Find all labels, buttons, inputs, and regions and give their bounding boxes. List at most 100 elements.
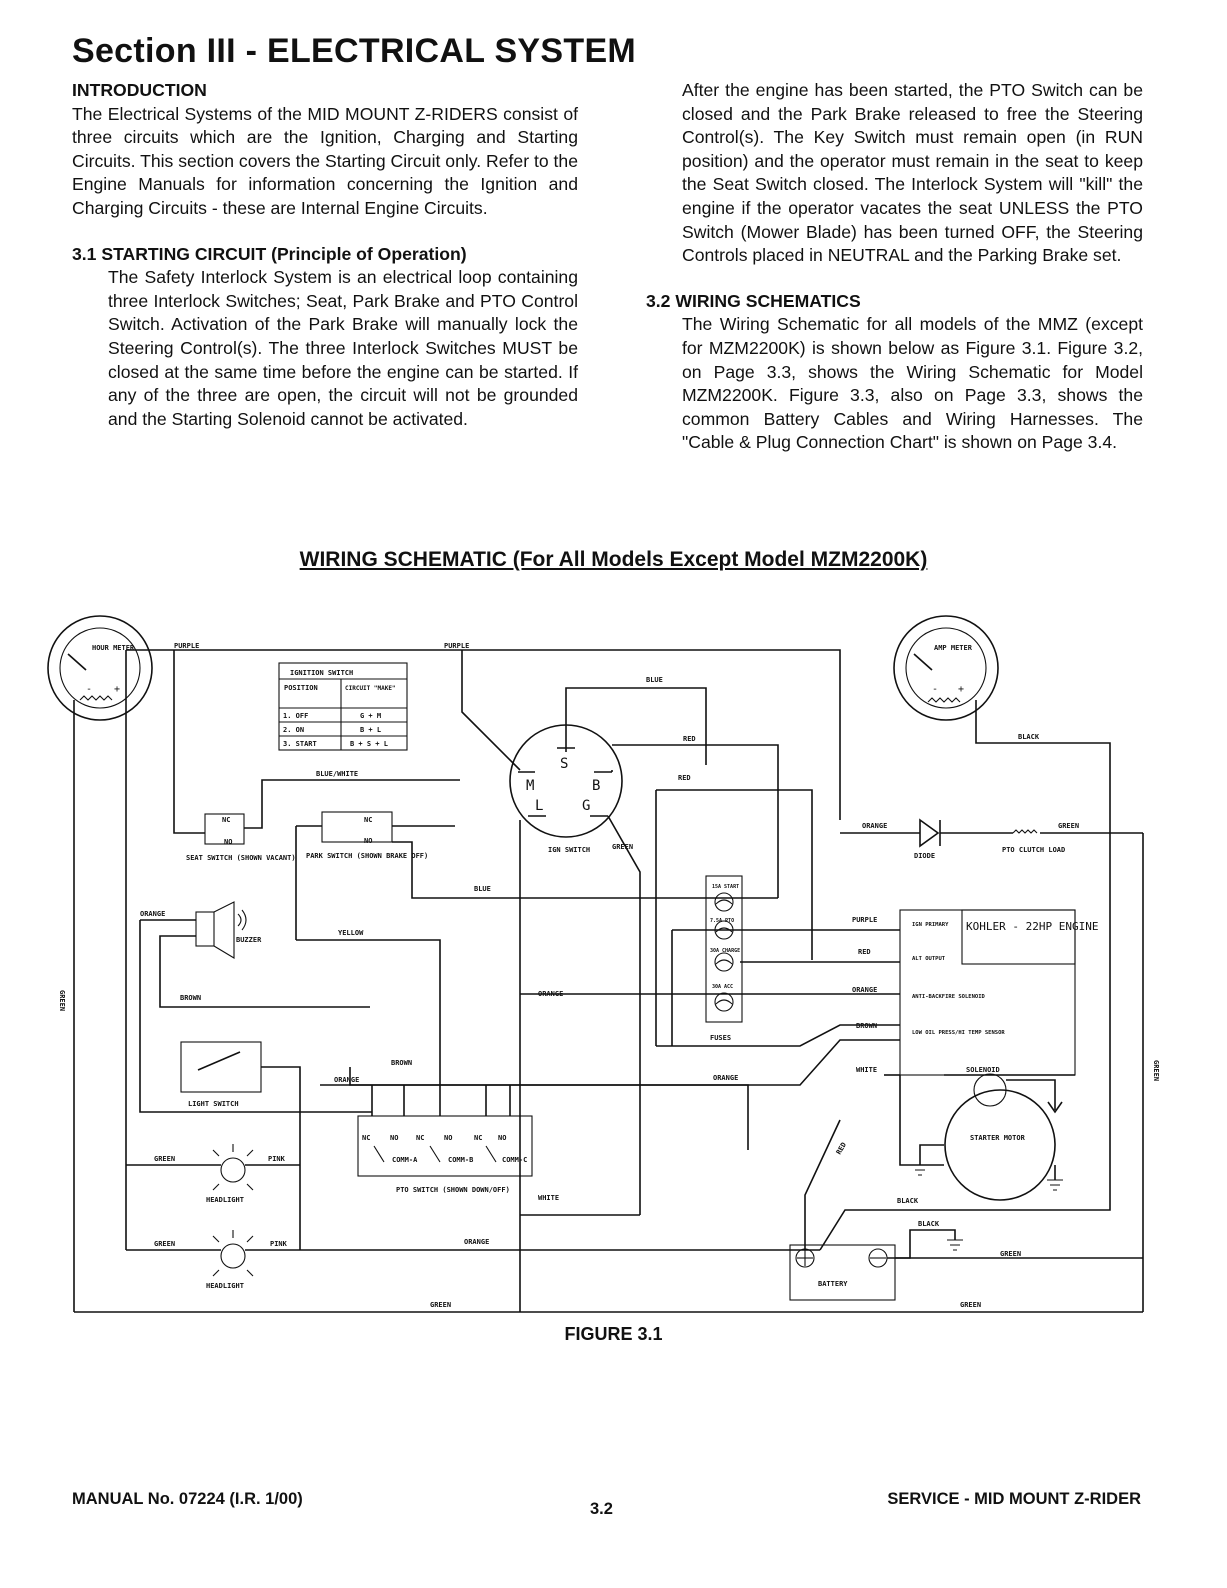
footer-manual: MANUAL No. 07224 (I.R. 1/00) (72, 1490, 303, 1508)
wire-label-red-3: RED (858, 948, 871, 956)
section-3-2-text: The Wiring Schematic for all models of t… (682, 314, 1143, 453)
ign-switch-label: IGN SWITCH (548, 846, 590, 854)
headlight-1: HEADLIGHT (206, 1144, 254, 1204)
wire-label-orange-diode: ORANGE (862, 822, 887, 830)
headlight-2: HEADLIGHT (206, 1230, 254, 1290)
headlight-2-label: HEADLIGHT (206, 1282, 244, 1290)
engine-terminal-sensor: LOW OIL PRESS/HI TEMP SENSOR (912, 1030, 1005, 1036)
pto-switch-label: PTO SWITCH (SHOWN DOWN/OFF) (396, 1186, 510, 1194)
seat-switch: NC NO SEAT SWITCH (SHOWN VACANT) (186, 813, 296, 862)
wire-label-green-ign: GREEN (612, 843, 633, 851)
wire-label-brown-1: BROWN (180, 994, 201, 1002)
wire-label-purple-1: PURPLE (174, 642, 199, 650)
wire-label-blue-1: BLUE (646, 676, 663, 684)
hour-meter-label: HOUR METER (92, 644, 135, 652)
starter-label: STARTER MOTOR (970, 1134, 1026, 1142)
wire-label-orange-buzzer: ORANGE (140, 910, 165, 918)
light-switch: LIGHT SWITCH (180, 1041, 262, 1108)
wire-label-pink-2: PINK (270, 1240, 288, 1248)
figure-caption: FIGURE 3.1 (564, 1324, 663, 1344)
engine-terminal-antibackfire: ANTI-BACKFIRE SOLENOID (912, 994, 986, 1000)
svg-text:NC: NC (364, 816, 372, 824)
ignition-switch: S M B L G IGN SWITCH (509, 724, 623, 854)
svg-text:NO: NO (444, 1134, 452, 1142)
wiring-schematic: HOUR METER -+ PURPLE PURPLE IGNITION SWI… (47, 615, 1160, 1313)
wire-label-white-2: WHITE (856, 1066, 877, 1074)
headlight-1-label: HEADLIGHT (206, 1196, 244, 1204)
wire-label-red-2: RED (678, 774, 691, 782)
wire-label-green-right: GREEN (1152, 1060, 1160, 1081)
intro-heading: INTRODUCTION (72, 80, 207, 100)
wire-label-black-3: BLACK (897, 1197, 919, 1205)
wire-label-green-clutch: GREEN (1058, 822, 1079, 830)
ignition-row-3-position: 3. START (283, 740, 317, 748)
ignition-row-2-position: 2. ON (283, 726, 304, 734)
solenoid: SOLENOID (966, 1066, 1063, 1114)
kohler-engine: KOHLER - 22HP ENGINE IGN PRIMARY ALT OUT… (899, 909, 1098, 1076)
amp-meter: AMP METER - + (893, 615, 999, 721)
fuse-3-label: 30A CHARGE (710, 948, 740, 954)
wire-label-green-hl2: GREEN (154, 1240, 175, 1248)
hour-meter: HOUR METER -+ (47, 615, 153, 721)
ign-terminal-b: B (592, 778, 600, 794)
wire-label-red-1: RED (683, 735, 696, 743)
ignition-row-2-circuit: B + L (360, 726, 381, 734)
svg-text:NO: NO (390, 1134, 398, 1142)
engine-name: KOHLER - 22HP ENGINE (966, 920, 1098, 933)
svg-text:-: - (932, 684, 938, 695)
wire-label-orange-6: ORANGE (852, 986, 877, 994)
wire-label-purple-3: PURPLE (852, 916, 877, 924)
solenoid-label: SOLENOID (966, 1066, 1000, 1074)
wire-label-white-1: WHITE (538, 1194, 559, 1202)
starter-motor: STARTER MOTOR (912, 1089, 1063, 1201)
amp-meter-label: AMP METER (934, 644, 973, 652)
svg-text:NC: NC (416, 1134, 424, 1142)
ign-terminal-s: S (560, 756, 568, 772)
wire-label-orange-2: ORANGE (334, 1076, 359, 1084)
ign-terminal-g: G (582, 798, 590, 814)
wire-label-blue-2: BLUE (474, 885, 491, 893)
buzzer-label: BUZZER (236, 936, 262, 944)
ign-terminal-l: L (535, 798, 543, 814)
svg-text:+: + (114, 684, 120, 695)
pto-switch: NC NO NC NO NC NO COMM-A COMM-B COMM-C P… (357, 1115, 533, 1194)
svg-text:NC: NC (362, 1134, 370, 1142)
ignition-row-3-circuit: B + S + L (350, 740, 388, 748)
wire-label-pink-1: PINK (268, 1155, 286, 1163)
svg-text:NO: NO (364, 837, 372, 845)
ignition-table-title: IGNITION SWITCH (290, 669, 353, 677)
fuses-label: FUSES (710, 1034, 731, 1042)
svg-text:+: + (958, 684, 964, 695)
fuse-1-label: 15A START (712, 884, 739, 890)
svg-text:COMM-C: COMM-C (502, 1156, 527, 1164)
fuse-block: 15A START 7.5A PTO 30A CHARGE 30A ACC FU… (705, 875, 743, 1042)
wire-label-orange-5: ORANGE (538, 990, 563, 998)
park-switch-label: PARK SWITCH (SHOWN BRAKE OFF) (306, 852, 428, 860)
section-3-1-heading: 3.1 STARTING CIRCUIT (Principle of Opera… (72, 243, 467, 264)
wire-label-black-2: BLACK (918, 1220, 940, 1228)
wire-label-blue-white: BLUE/WHITE (316, 770, 358, 778)
continuation-text: After the engine has been started, the P… (682, 80, 1143, 266)
svg-text:COMM-A: COMM-A (392, 1156, 418, 1164)
wire-label-orange-4: ORANGE (464, 1238, 489, 1246)
schematic-title: WIRING SCHEMATIC (For All Models Except … (299, 548, 928, 571)
section-3-2-heading: 3.2 WIRING SCHEMATICS (646, 290, 861, 311)
ignition-row-1-circuit: G + M (360, 712, 381, 720)
seat-switch-label: SEAT SWITCH (SHOWN VACANT) (186, 854, 296, 862)
wire-label-green-hl1: GREEN (154, 1155, 175, 1163)
battery-label: BATTERY (818, 1280, 848, 1288)
wire-label-green-battery: GREEN (1000, 1250, 1021, 1258)
buzzer: BUZZER (195, 901, 262, 959)
svg-text:NO: NO (224, 838, 232, 846)
right-column: After the engine has been started, the P… (646, 79, 1143, 455)
battery: BATTERY (789, 1244, 896, 1301)
ign-terminal-m: M (526, 778, 534, 794)
section-title: Section III - ELECTRICAL SYSTEM (72, 32, 637, 70)
svg-text:NC: NC (474, 1134, 482, 1142)
ignition-row-1-position: 1. OFF (283, 712, 308, 720)
diode-label: DIODE (914, 852, 935, 860)
wire-label-green-left: GREEN (58, 990, 66, 1011)
diode: DIODE (914, 818, 941, 860)
ignition-table-header-circuit: CIRCUIT "MAKE" (345, 685, 396, 692)
fuse-2-label: 7.5A PTO (710, 918, 734, 924)
